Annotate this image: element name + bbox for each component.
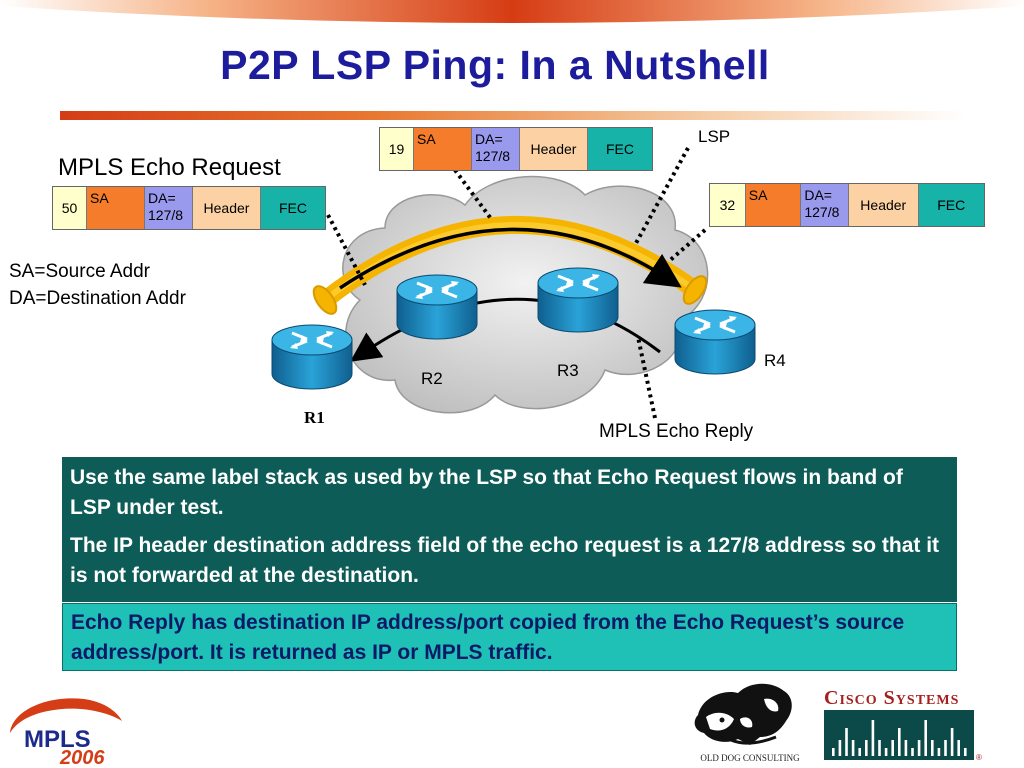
cisco-logo-bar: [871, 720, 875, 756]
packet-fec-cell: FEC: [588, 128, 652, 170]
cisco-systems-logo: Cisco Systems ®: [824, 687, 982, 762]
cisco-logo-bar: [904, 740, 908, 756]
cisco-logo-bar: [950, 728, 954, 756]
cisco-logo-text: Cisco Systems: [824, 687, 959, 709]
packet-header-cell: Header: [193, 187, 261, 229]
da-definition: DA=Destination Addr: [9, 288, 186, 309]
cisco-logo-bar: [884, 748, 888, 756]
cisco-logo-bar: [924, 720, 927, 756]
cisco-logo-bar: [944, 740, 947, 756]
cisco-logo-bar: [838, 740, 842, 756]
cisco-logo-bar: [891, 740, 894, 756]
router-r1: [270, 323, 354, 391]
mpls-logo-text: MPLS: [24, 726, 91, 753]
echo-reply-box: Echo Reply has destination IP address/po…: [62, 603, 957, 671]
packet-fec-cell: FEC: [918, 184, 984, 226]
packet-da-cell: DA= 127/8: [472, 128, 520, 170]
router-r4: [673, 308, 757, 376]
cisco-logo-bar: [845, 728, 848, 756]
cisco-logo-bar: [898, 728, 901, 756]
svg-text:®: ®: [976, 753, 982, 762]
packet-label-cell: 19: [380, 128, 414, 170]
cisco-logo-bar: [851, 740, 855, 756]
old-dog-consulting-logo: OLD DOG CONSULTING: [694, 683, 800, 763]
router-label-r1: R1: [304, 408, 325, 427]
pointer-right-packet: [666, 228, 707, 264]
packet-sa-cell: SA: [87, 187, 145, 229]
cisco-logo-bar: [937, 748, 941, 756]
packet-sa-cell: SA: [745, 184, 802, 226]
explanation-paragraph-1: Use the same label stack as used by the …: [70, 466, 903, 519]
packet-hop-r2: 19 SA DA= 127/8 Header FEC: [379, 127, 653, 171]
cisco-logo-bar: [917, 740, 921, 756]
packet-label-cell: 50: [53, 187, 87, 229]
router-label-r3: R3: [557, 361, 579, 380]
title-underline: [60, 111, 965, 120]
page-title: P2P LSP Ping: In a Nutshell: [220, 42, 770, 88]
network-diagram: [270, 147, 757, 419]
packet-da-cell: DA= 127/8: [145, 187, 193, 229]
pointer-request-packet: [326, 214, 367, 286]
sa-definition: SA=Source Addr: [9, 261, 151, 282]
router-r3: [536, 266, 620, 334]
packet-header-cell: Header: [520, 128, 588, 170]
mpls-logo-year: 2006: [59, 747, 105, 765]
top-banner-bar: [0, 0, 1024, 23]
explanation-paragraph-2: The IP header destination address field …: [70, 534, 940, 587]
echo-reply-label: MPLS Echo Reply: [599, 421, 754, 442]
packet-fec-cell: FEC: [261, 187, 325, 229]
packet-echo-request: 50 SA DA= 127/8 Header FEC: [52, 186, 326, 230]
cisco-logo-bar: [865, 740, 868, 756]
packet-header-cell: Header: [849, 184, 919, 226]
pointer-top-packet: [453, 168, 494, 222]
cisco-logo-bar: [964, 748, 967, 756]
cisco-logo-bar: [911, 748, 914, 756]
mpls-2006-logo: MPLS 2006: [10, 698, 122, 765]
packet-label-cell: 32: [710, 184, 746, 226]
router-r2: [395, 273, 479, 341]
address-legend: SA=Source Addr DA=Destination Addr: [9, 258, 186, 312]
packet-sa-cell: SA: [414, 128, 472, 170]
router-label-r2: R2: [421, 369, 443, 388]
echo-request-label: MPLS Echo Request: [58, 154, 281, 181]
pointer-lsp: [633, 147, 690, 246]
cisco-logo-bar: [957, 740, 960, 756]
echo-request-arrow: [339, 227, 682, 290]
cisco-logo-bar: [858, 748, 861, 756]
explanation-box: Use the same label stack as used by the …: [62, 457, 957, 602]
packet-da-cell: DA= 127/8: [801, 184, 850, 226]
cisco-logo-bar: [931, 740, 934, 756]
packet-hop-r3: 32 SA DA= 127/8 Header FEC: [709, 183, 985, 227]
router-label-r4: R4: [764, 351, 786, 370]
echo-reply-explanation: Echo Reply has destination IP address/po…: [71, 611, 905, 664]
lsp-label: LSP: [698, 127, 731, 146]
cisco-logo-bar: [832, 748, 835, 756]
cisco-logo-bar: [878, 740, 881, 756]
old-dog-logo-text: OLD DOG CONSULTING: [700, 753, 800, 763]
